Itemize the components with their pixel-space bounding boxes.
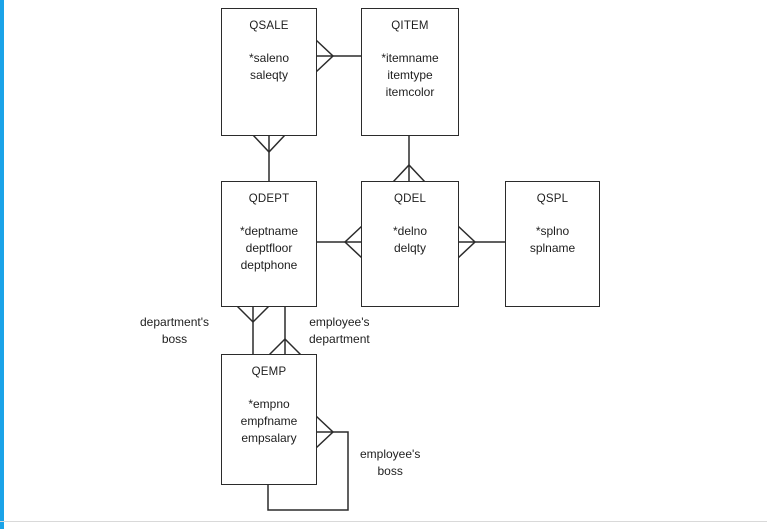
label-line: employee's	[360, 447, 421, 461]
attribute-saleno: *saleno	[248, 51, 290, 65]
entity-qspl: QSPL *splno splname	[505, 181, 600, 307]
crowfoot-qdel-left	[343, 225, 363, 259]
crowfoot-qdel-top	[392, 163, 426, 183]
crowfoot-qsale-bottom	[252, 134, 286, 154]
label-line: department	[309, 332, 370, 346]
rel-employee-boss	[267, 431, 349, 511]
attribute-saleqty: saleqty	[249, 68, 289, 82]
bottom-divider	[0, 521, 767, 522]
label-employees-department: employee's department	[309, 314, 370, 348]
label-line: employee's	[309, 315, 370, 329]
entity-qsale: QSALE *saleno saleqty	[221, 8, 317, 136]
entity-qitem: QITEM *itemname itemtype itemcolor	[361, 8, 459, 136]
label-line: department's	[140, 315, 209, 329]
crowfoot-qdel-right	[457, 225, 477, 259]
label-employees-boss: employee's boss	[360, 446, 420, 480]
crowfoot-qemp-top	[268, 337, 302, 356]
entity-name: QSALE	[249, 20, 289, 32]
attribute-itemname: *itemname	[381, 51, 439, 65]
entity-name: QDEL	[393, 193, 427, 205]
entity-qemp: QEMP *empno empfname empsalary	[221, 354, 317, 485]
attribute-deptfloor: deptfloor	[245, 241, 293, 255]
crowfoot-qemp-right	[315, 415, 335, 449]
label-line: boss	[377, 464, 403, 478]
crowfoot-qsale-right	[315, 39, 335, 73]
entity-name: QEMP	[251, 366, 287, 378]
attribute-empfname: empfname	[240, 414, 298, 428]
entity-name: QITEM	[391, 20, 429, 32]
attribute-splno: *splno	[535, 224, 570, 238]
entity-name: QDEPT	[248, 193, 290, 205]
attribute-splname: splname	[529, 241, 576, 255]
entity-name: QSPL	[536, 193, 569, 205]
entity-qdept: QDEPT *deptname deptfloor deptphone	[221, 181, 317, 307]
attribute-deptname: *deptname	[239, 224, 299, 238]
entity-qdel: QDEL *delno delqty	[361, 181, 459, 307]
crowfoot-qdept-bottom	[236, 305, 270, 324]
left-accent-bar	[0, 0, 4, 529]
label-line: boss	[161, 332, 188, 346]
attribute-itemtype: itemtype	[387, 68, 433, 82]
label-departments-boss: department's boss	[140, 314, 209, 348]
attribute-empno: *empno	[248, 397, 290, 411]
attribute-deptphone: deptphone	[240, 258, 298, 272]
attribute-empsalary: empsalary	[241, 431, 297, 445]
attribute-delqty: delqty	[393, 241, 427, 255]
attribute-delno: *delno	[392, 224, 428, 238]
attribute-itemcolor: itemcolor	[385, 85, 435, 99]
